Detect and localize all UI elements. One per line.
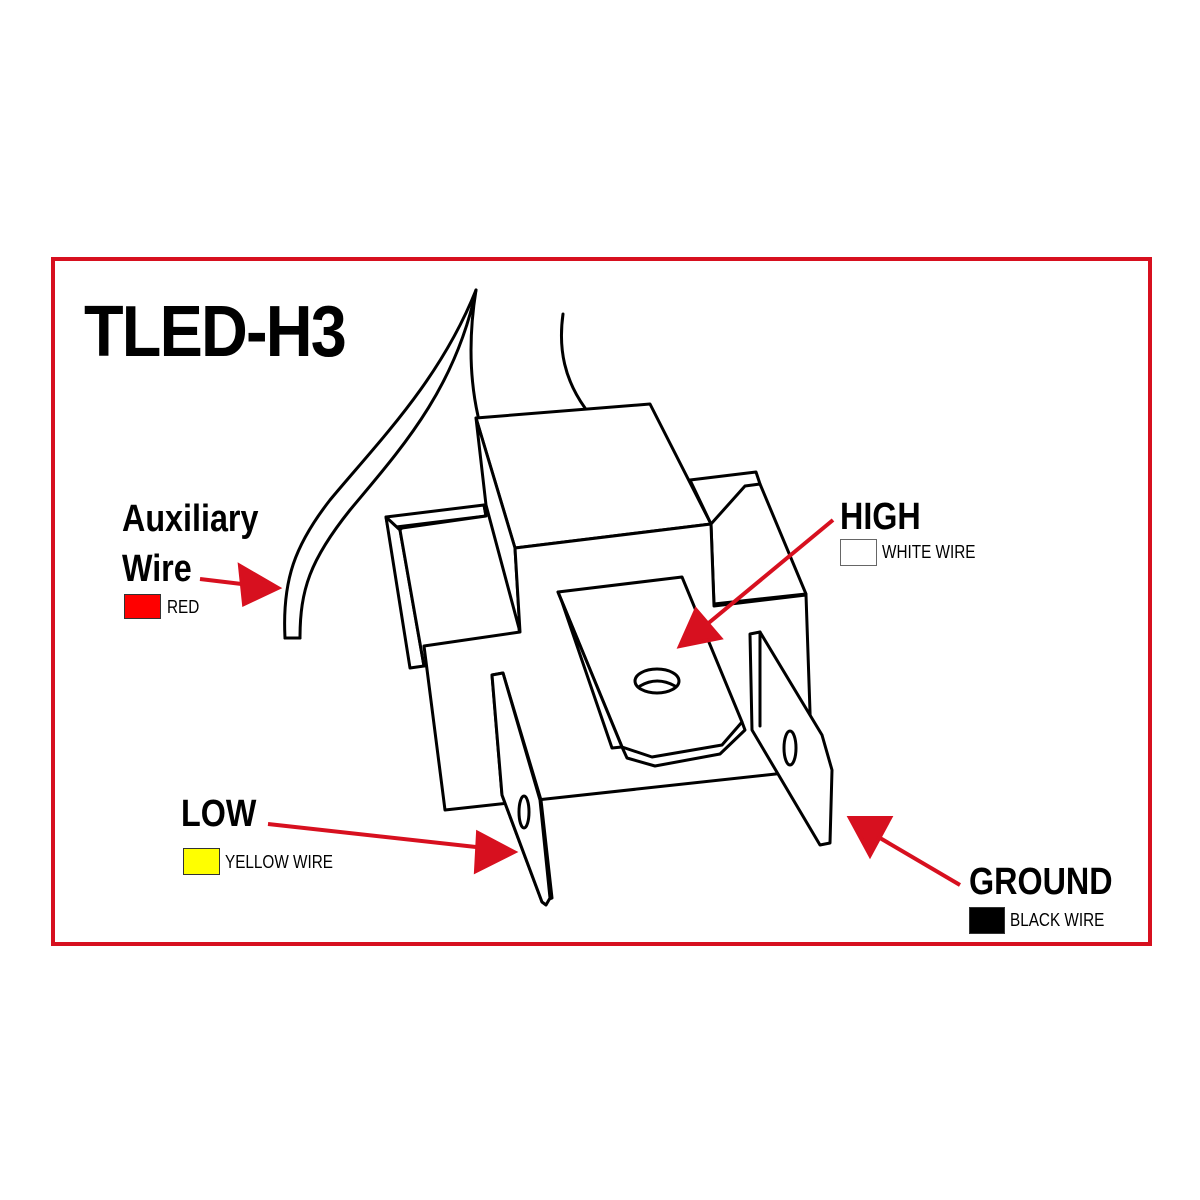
arrow-head-icon: [237, 562, 283, 608]
red-swatch: [124, 594, 161, 619]
white-swatch-label: WHITE WIRE: [882, 542, 976, 562]
arrow-head-icon: [676, 606, 724, 649]
yellow-swatch: [183, 848, 220, 875]
arrow-head-icon: [846, 816, 894, 860]
yellow-swatch-label: YELLOW WIRE: [225, 852, 333, 872]
auxiliary-label-line1: Auxiliary: [122, 498, 259, 540]
diagram-title: TLED-H3: [84, 292, 347, 372]
red-swatch-label: RED: [167, 597, 200, 617]
arrow-head-icon: [473, 829, 519, 875]
diagram-frame: [51, 257, 1152, 946]
black-swatch-label: BLACK WIRE: [1010, 910, 1105, 930]
black-swatch: [969, 907, 1005, 934]
ground-label: GROUND: [969, 861, 1113, 903]
high-label: HIGH: [840, 496, 921, 538]
auxiliary-wire-icon: [283, 288, 478, 640]
auxiliary-label-line2: Wire: [122, 548, 192, 590]
pointer-arrows: [199, 518, 962, 887]
white-swatch: [840, 539, 877, 566]
low-label: LOW: [181, 793, 257, 835]
